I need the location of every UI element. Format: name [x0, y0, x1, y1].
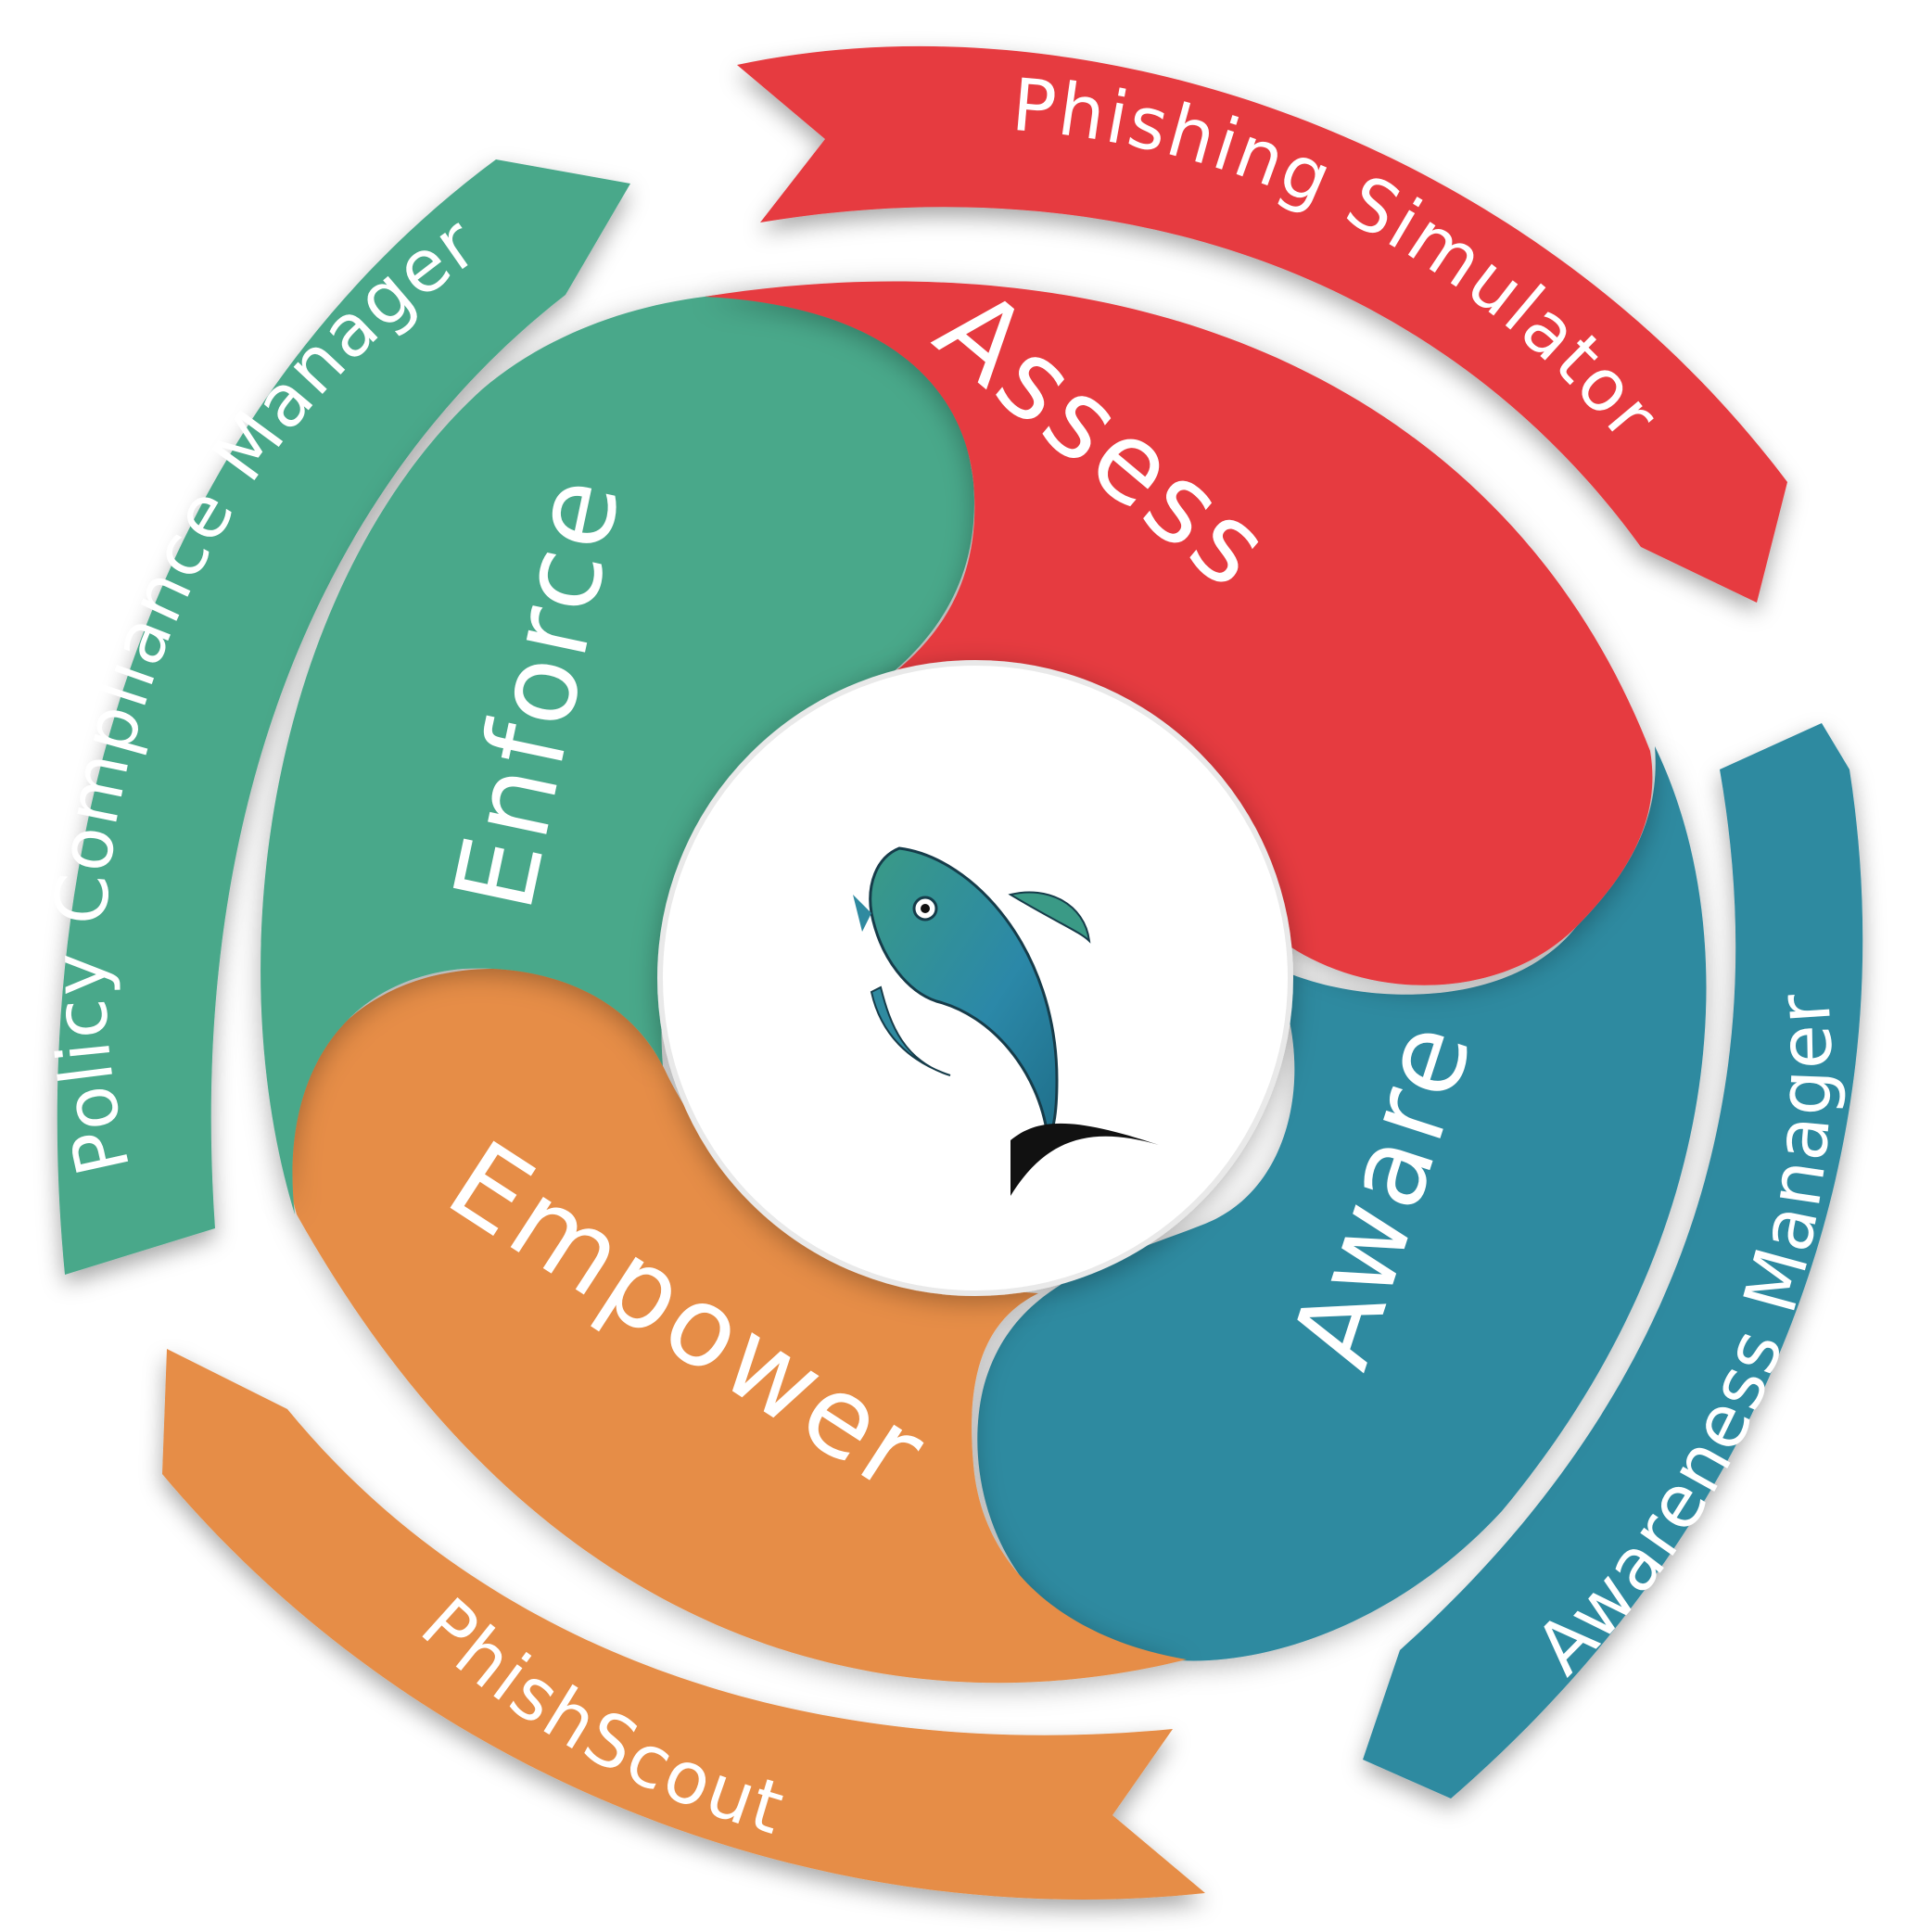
center-badge [657, 660, 1293, 1296]
assess-segment[interactable] [705, 281, 1653, 985]
aware-segment[interactable] [977, 746, 1707, 1661]
awareness-manager-ribbon[interactable] [1363, 723, 1863, 1799]
policy-compliance-manager-ribbon[interactable] [57, 159, 631, 1275]
phishing-simulator-ribbon[interactable] [737, 45, 1787, 604]
enforce-segment[interactable] [261, 292, 974, 1214]
fish-logo-icon [853, 846, 1159, 1196]
empower-segment[interactable] [287, 968, 1187, 1684]
phishscout-ribbon[interactable] [162, 1349, 1205, 1900]
